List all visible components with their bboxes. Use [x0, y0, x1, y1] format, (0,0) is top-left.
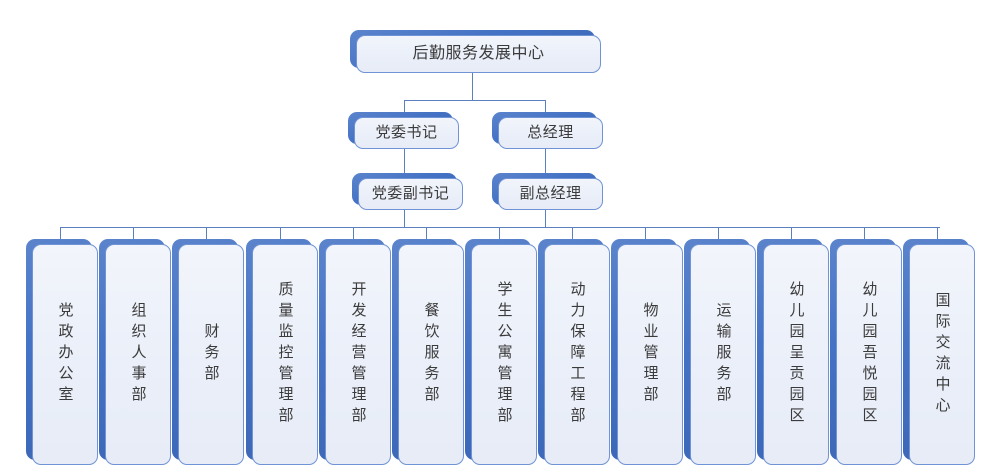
node-face: 餐饮服务部	[398, 244, 464, 465]
node-label: 财务部	[202, 323, 220, 386]
connector-departments-bus	[60, 227, 940, 228]
node-party-secretary[interactable]: 党委书记	[348, 112, 459, 149]
connector-dept-drop-1	[60, 227, 61, 239]
connector-deputy-party-drop	[404, 209, 405, 227]
node-label: 开发经营管理部	[349, 281, 367, 428]
node-face: 物业管理部	[617, 244, 683, 465]
connector-dept-drop-7	[499, 227, 500, 239]
node-dept-09[interactable]: 物业管理部	[611, 239, 683, 465]
node-face: 学生公寓管理部	[471, 244, 537, 465]
connector-dept-drop-8	[572, 227, 573, 239]
node-label: 运输服务部	[714, 302, 732, 407]
connector-dept-drop-6	[426, 227, 427, 239]
node-label: 党政办公室	[56, 302, 74, 407]
node-label: 动力保障工程部	[568, 281, 586, 428]
node-dept-07[interactable]: 学生公寓管理部	[465, 239, 537, 465]
node-dept-08[interactable]: 动力保障工程部	[538, 239, 610, 465]
connector-dept-drop-2	[133, 227, 134, 239]
connector-dept-drop-5	[353, 227, 354, 239]
node-face: 副总经理	[498, 178, 603, 210]
node-dept-06[interactable]: 餐饮服务部	[392, 239, 464, 465]
node-label: 物业管理部	[641, 302, 659, 407]
node-dept-04[interactable]: 质量监控管理部	[246, 239, 318, 465]
connector-level2-bus	[404, 100, 546, 101]
node-label: 组织人事部	[129, 302, 147, 407]
connector-dept-drop-10	[718, 227, 719, 239]
node-face: 幼儿园呈贡园区	[763, 244, 829, 465]
node-face: 党委副书记	[358, 178, 463, 210]
node-face: 后勤服务发展中心	[356, 35, 601, 73]
node-face: 组织人事部	[105, 244, 171, 465]
connector-deputy-gm-drop	[545, 209, 546, 227]
connector-center-drop	[472, 72, 473, 100]
node-label: 学生公寓管理部	[495, 281, 513, 428]
node-face: 开发经营管理部	[325, 244, 391, 465]
connector-dept-drop-3	[206, 227, 207, 239]
node-label: 幼儿园吾悦园区	[860, 281, 878, 428]
node-deputy-general-manager[interactable]: 副总经理	[492, 173, 603, 210]
node-face: 党政办公室	[32, 244, 98, 465]
node-face: 国际交流中心	[909, 244, 975, 465]
connector-party-secretary-to-deputy	[404, 148, 405, 173]
node-label: 质量监控管理部	[276, 281, 294, 428]
connector-dept-drop-11	[791, 227, 792, 239]
node-label: 餐饮服务部	[422, 302, 440, 407]
node-dept-05[interactable]: 开发经营管理部	[319, 239, 391, 465]
node-dept-13[interactable]: 国际交流中心	[903, 239, 975, 465]
node-face: 党委书记	[354, 117, 459, 149]
node-face: 动力保障工程部	[544, 244, 610, 465]
node-label: 党委书记	[375, 123, 438, 141]
node-label: 党委副书记	[371, 184, 450, 202]
connector-drop-general-manager	[545, 100, 546, 112]
connector-dept-drop-13	[937, 227, 938, 239]
node-label: 幼儿园呈贡园区	[787, 281, 805, 428]
node-label: 国际交流中心	[933, 291, 951, 418]
node-dept-03[interactable]: 财务部	[172, 239, 244, 465]
node-dept-11[interactable]: 幼儿园呈贡园区	[757, 239, 829, 465]
node-label: 总经理	[527, 123, 574, 141]
connector-drop-party-secretary	[404, 100, 405, 112]
node-dept-10[interactable]: 运输服务部	[684, 239, 756, 465]
node-face: 财务部	[178, 244, 244, 465]
connector-dept-drop-4	[280, 227, 281, 239]
node-face: 质量监控管理部	[252, 244, 318, 465]
node-dept-02[interactable]: 组织人事部	[99, 239, 171, 465]
node-deputy-party-secretary[interactable]: 党委副书记	[352, 173, 463, 210]
node-label: 副总经理	[519, 184, 582, 202]
connector-general-manager-to-deputy	[545, 148, 546, 173]
node-center[interactable]: 后勤服务发展中心	[350, 30, 601, 73]
connector-dept-drop-9	[645, 227, 646, 239]
connector-dept-drop-12	[864, 227, 865, 239]
node-label: 后勤服务发展中心	[412, 45, 545, 63]
node-face: 总经理	[498, 117, 603, 149]
node-dept-01[interactable]: 党政办公室	[26, 239, 98, 465]
node-general-manager[interactable]: 总经理	[492, 112, 603, 149]
node-face: 幼儿园吾悦园区	[836, 244, 902, 465]
node-dept-12[interactable]: 幼儿园吾悦园区	[830, 239, 902, 465]
node-face: 运输服务部	[690, 244, 756, 465]
